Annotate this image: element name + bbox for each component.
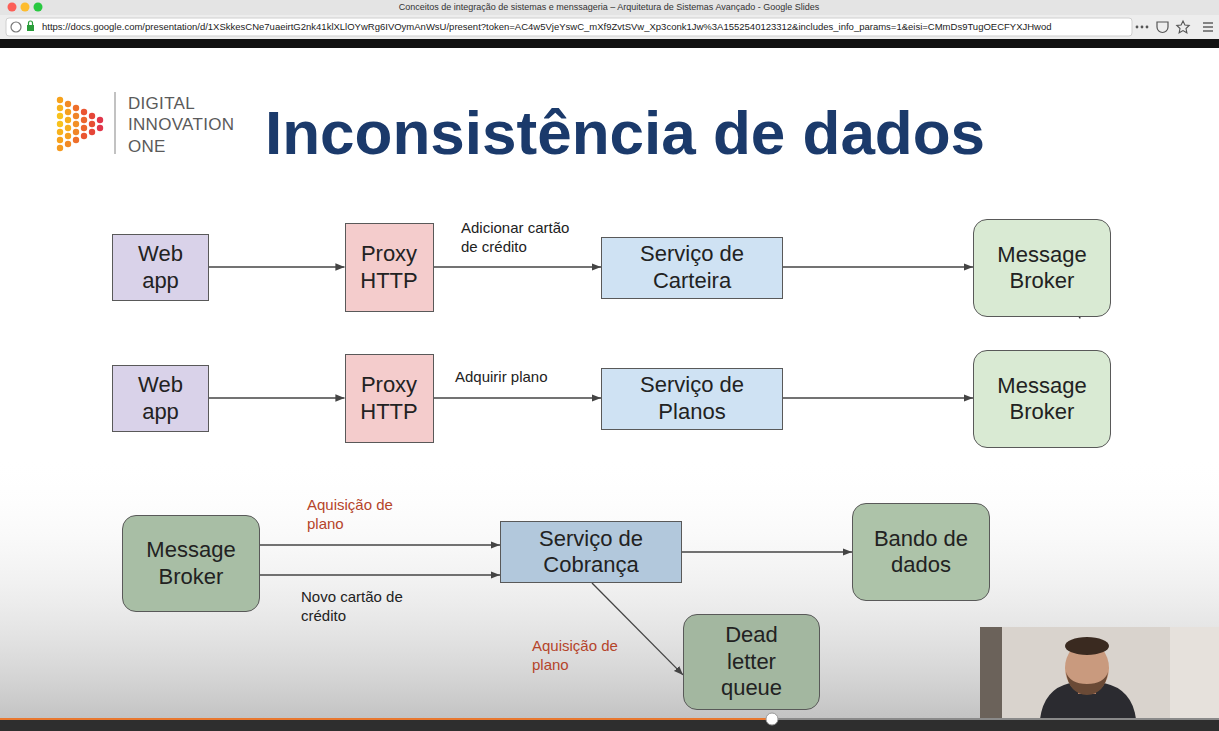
arrow-connector — [209, 397, 345, 398]
logo-dots — [57, 97, 103, 151]
info-icon — [11, 22, 21, 32]
client-box: Web app — [112, 234, 209, 301]
box-label: Web app — [130, 241, 192, 294]
edge-label: Novo cartão de crédito — [301, 588, 426, 626]
box-label: Proxy HTTP — [354, 372, 424, 425]
arrow-connector — [209, 266, 345, 267]
broker-box: Message Broker — [973, 350, 1111, 448]
arrow-connector — [783, 266, 973, 267]
arrow-connector — [592, 583, 683, 675]
arrow-connector — [434, 397, 602, 398]
more-icon — [1136, 26, 1149, 29]
box-label: Web app — [130, 372, 192, 425]
database-box: Bando de dados — [852, 503, 990, 601]
webcam-inset — [980, 627, 1219, 719]
broker-box: Message Broker — [122, 515, 260, 612]
window-title: Conceitos de integração de sistemas e me… — [399, 2, 820, 13]
box-label: Serviço de Carteira — [612, 241, 772, 294]
edge-label: Adquirir plano — [455, 368, 548, 387]
proxy-box: Proxy HTTP — [345, 354, 434, 443]
arrow-connector — [260, 574, 500, 575]
service-box: Serviço de Carteira — [601, 237, 783, 299]
client-box: Web app — [112, 365, 209, 432]
service-box: Serviço de Cobrança — [500, 521, 682, 583]
progress-played — [0, 718, 772, 720]
box-label: Bando de dados — [866, 526, 976, 579]
close-button — [8, 3, 17, 12]
url-field — [6, 18, 1132, 36]
minimize-button — [21, 3, 30, 12]
arrow-connector — [682, 551, 852, 552]
progress-handle — [766, 713, 778, 725]
arrow-connector — [260, 544, 500, 545]
edge-label: Aquisição de plano — [307, 496, 412, 534]
star-icon — [1177, 21, 1189, 33]
box-label: Message Broker — [987, 373, 1097, 426]
edge-label: Adicionar cartão de crédito — [461, 219, 583, 257]
player-bar — [0, 719, 1219, 731]
lock-icon — [27, 25, 34, 31]
toolbar-shadow — [0, 39, 1219, 48]
url-text: https://docs.google.com/presentation/d/1… — [42, 21, 1052, 32]
slide-title: Inconsistência de dados — [265, 102, 985, 164]
box-label: Proxy HTTP — [354, 241, 424, 294]
arrow-connector — [434, 266, 602, 267]
box-label: Message Broker — [987, 242, 1097, 295]
video-shade — [0, 455, 1219, 718]
pocket-icon — [1157, 22, 1168, 33]
box-label: Dead letter queue — [712, 622, 792, 701]
service-box: Serviço de Planos — [601, 368, 783, 430]
broker-box: Message Broker — [973, 219, 1111, 317]
logo-text: DIGITAL INNOVATION ONE — [128, 93, 263, 157]
lock-shackle — [29, 21, 33, 25]
title-bar — [0, 0, 1219, 15]
edge-label: Aquisição de plano — [532, 637, 637, 675]
logo-divider — [114, 92, 115, 154]
progress-track — [0, 718, 1219, 720]
url-bar — [0, 15, 1219, 39]
proxy-box: Proxy HTTP — [345, 223, 434, 312]
arrow-connector — [783, 397, 973, 398]
zoom-button — [34, 3, 43, 12]
box-label: Serviço de Planos — [612, 372, 772, 425]
box-label: Serviço de Cobrança — [516, 526, 666, 579]
menu-icon — [1203, 23, 1213, 31]
box-label: Message Broker — [136, 537, 246, 590]
queue-box: Dead letter queue — [683, 614, 820, 710]
